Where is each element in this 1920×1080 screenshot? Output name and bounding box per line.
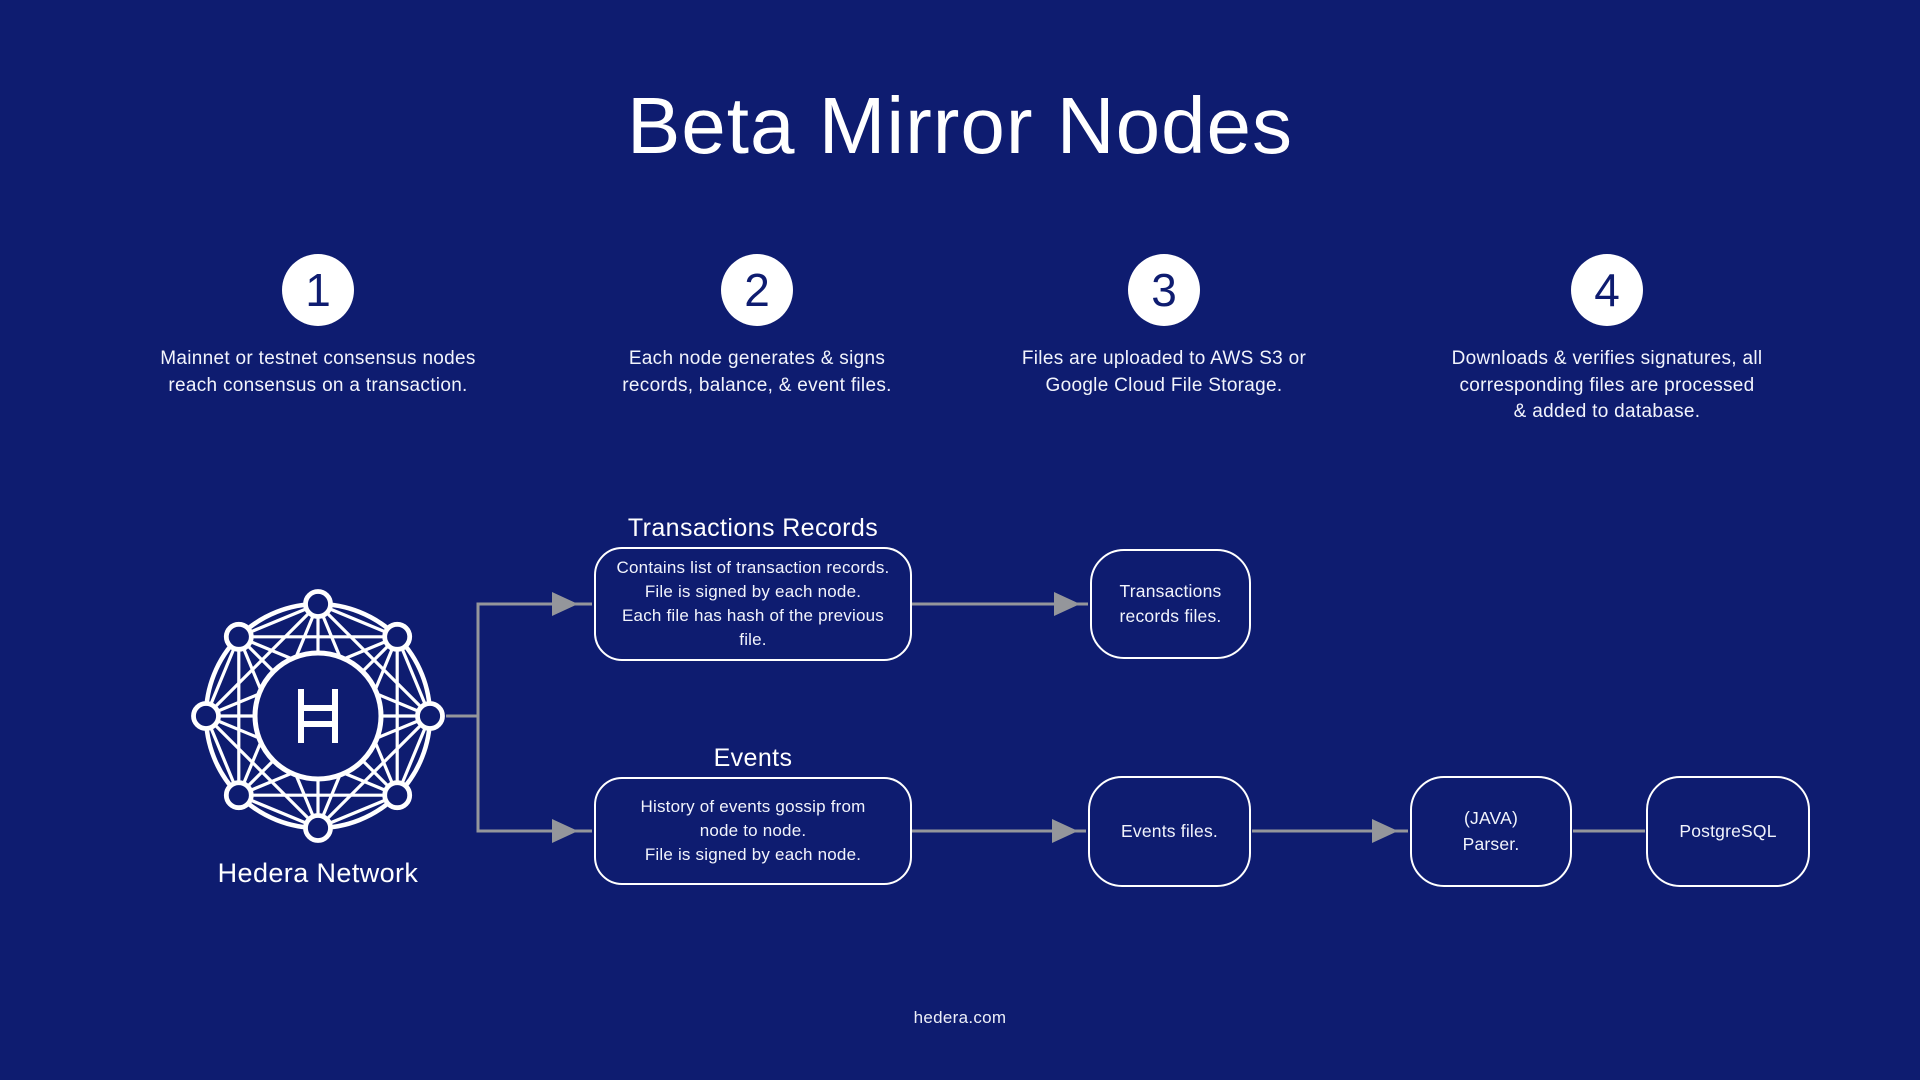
step-3-description: Files are uploaded to AWS S3 or Google C… — [1021, 348, 1307, 396]
transactions-records-heading: Transactions Records — [627, 514, 879, 542]
step-4-number: 4 — [1594, 264, 1620, 316]
arrowhead-to-parser — [1372, 819, 1398, 843]
step-2-description: Each node generates & signs records, bal… — [622, 348, 892, 396]
postgresql-label: PostgreSQL — [1679, 820, 1777, 841]
step-2-number-badge: 2 — [721, 254, 793, 326]
transactions-records-files-node: Transactions records files. — [1090, 549, 1251, 659]
transactions-records-files-label: Transactions records files. — [1119, 580, 1222, 626]
footer-site-url: hedera.com — [913, 1008, 1007, 1027]
step-4-description: Downloads & verifies signatures, all cor… — [1451, 348, 1763, 423]
arrowhead-to-events-box — [552, 819, 578, 843]
events-files-label: Events files. — [1121, 820, 1218, 841]
events-files-node: Events files. — [1088, 776, 1251, 887]
step-1-number-badge: 1 — [282, 254, 354, 326]
step-4-number-badge: 4 — [1571, 254, 1643, 326]
java-parser-label: (JAVA) Parser. — [1462, 808, 1520, 854]
hedera-node-circles — [191, 589, 445, 843]
step-1-number: 1 — [305, 264, 331, 316]
events-heading: Events — [713, 744, 793, 772]
postgresql-node: PostgreSQL — [1646, 776, 1810, 887]
arrowhead-to-trans-files — [1054, 592, 1080, 616]
hedera-core-circle — [252, 650, 384, 782]
step-2: 2 Each node generates & signs records, b… — [567, 254, 947, 399]
step-2-number: 2 — [744, 264, 770, 316]
step-1: 1 Mainnet or testnet consensus nodes rea… — [118, 254, 518, 399]
hedera-network-label: Hedera Network — [217, 858, 419, 888]
step-3: 3 Files are uploaded to AWS S3 or Google… — [974, 254, 1354, 399]
arrowhead-to-events-files — [1052, 819, 1078, 843]
arrowhead-to-transactions-box — [552, 592, 578, 616]
hedera-h-icon — [298, 689, 338, 743]
hedera-network-icon — [191, 589, 445, 843]
page-title: Beta Mirror Nodes — [626, 81, 1294, 170]
transactions-records-description: Contains list of transaction records. Fi… — [616, 557, 890, 650]
events-box: History of events gossip from node to no… — [594, 777, 912, 885]
step-3-number: 3 — [1151, 264, 1177, 316]
java-parser-node: (JAVA) Parser. — [1410, 776, 1572, 887]
step-3-number-badge: 3 — [1128, 254, 1200, 326]
events-description: History of events gossip from node to no… — [640, 796, 866, 865]
transactions-records-box: Contains list of transaction records. Fi… — [594, 547, 912, 661]
connector-branch — [476, 602, 592, 833]
step-1-description: Mainnet or testnet consensus nodes reach… — [160, 348, 476, 396]
step-4: 4 Downloads & verifies signatures, all c… — [1407, 254, 1807, 426]
